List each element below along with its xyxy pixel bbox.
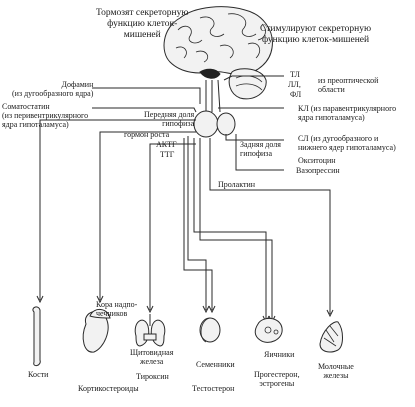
label-ll: ЛЛ, (288, 80, 301, 89)
left-input-wires (92, 87, 201, 113)
label-vasopressin: Вазопрессин (296, 166, 340, 175)
label-corticosteroids: Кортикостероиды (78, 384, 139, 393)
label-testes: Семенники (196, 360, 235, 369)
label-anterior-pituitary: Передняя доля гипофиза (144, 110, 195, 128)
label-testosterone: Тестостерон (192, 384, 235, 393)
label-posterior-pituitary: Задняя доля гипофиза (240, 140, 281, 158)
ovary-organ (254, 318, 283, 343)
label-oxytocin: Окситоцин (298, 156, 336, 165)
header-stimulate: Стимулируют секреторную функцию клеток-м… (260, 24, 372, 45)
label-tsh: ТТГ (160, 150, 175, 159)
label-thyroid: Щитовидная железа (130, 348, 174, 366)
label-acth: АКТГ (156, 140, 177, 149)
label-ovaries: Яичники (264, 350, 295, 359)
label-prolactin: Пролактин (218, 180, 256, 189)
label-kl: КЛ (из паравентрикулярного ядра гипотала… (298, 104, 397, 122)
label-fl: ФЛ (290, 90, 302, 99)
testis-organ (199, 317, 221, 343)
bone-organ (32, 306, 41, 367)
label-thyroxine: Тироксин (136, 372, 169, 381)
label-sl: СЛ (из дугообразного и нижнего ядер гипо… (298, 134, 396, 152)
pituitary-illustration (193, 79, 236, 138)
thyroid-organ (134, 314, 166, 347)
label-dopamine: Дофамин (из дугообразного ядра) (12, 80, 94, 98)
adrenal-organ (82, 309, 111, 353)
label-adrenal-cortex: Кора надпо- чечников (96, 300, 138, 318)
label-progesterone: Прогестерон, эстрогены (254, 370, 300, 388)
label-tl: ТЛ (290, 70, 300, 79)
output-wires (36, 119, 334, 324)
label-growth-hormone: гормон роста (124, 130, 170, 139)
label-bones: Кости (28, 370, 49, 379)
header-inhibit: Тормозят секреторную функцию клеток- миш… (96, 8, 189, 40)
label-mammary: Молочные железы (318, 362, 354, 380)
mammary-organ (319, 321, 343, 353)
label-somatostatin: Соматостатин (из перивентрикулярного ядр… (2, 102, 89, 129)
right-input-wires (218, 75, 284, 171)
label-preoptic: из преоптической области (318, 76, 379, 94)
